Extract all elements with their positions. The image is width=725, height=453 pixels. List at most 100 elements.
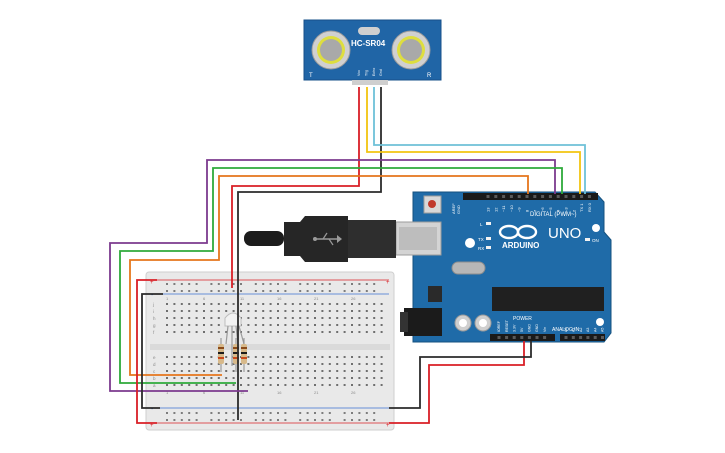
wire-black <box>141 293 163 409</box>
analog-header-label: ANALOG IN <box>552 327 580 333</box>
arduino-logo <box>498 224 538 240</box>
digital-pin-label: 13 <box>486 207 491 212</box>
wire-red <box>231 87 360 288</box>
row-label: j <box>152 302 154 307</box>
rail-plus-label: + <box>150 280 154 286</box>
usb-cable <box>244 216 396 262</box>
aref-label: AREF <box>451 203 456 214</box>
wire-green <box>119 167 563 384</box>
board-model-label: UNO <box>548 225 581 242</box>
column-label: 11 <box>240 296 245 301</box>
column-label: 1 <box>166 390 169 395</box>
row-label: d <box>153 362 156 367</box>
board-brand-label: ARDUINO <box>502 241 539 250</box>
receiver-transducer <box>391 30 431 70</box>
rail-plus-label: + <box>150 423 154 429</box>
wire-black <box>237 87 382 420</box>
analog-pin-label: A4 <box>593 328 597 332</box>
column-label: 21 <box>314 390 319 395</box>
digital-pin-label: ~10 <box>509 204 514 212</box>
wire-yellow <box>366 87 581 194</box>
analog-pin-label: A0 <box>564 328 568 332</box>
arduino-uno: UNO ARDUINO DIGITAL (PWM~) ANALOG IN POW… <box>395 191 612 343</box>
sensor-model-label: HC-SR04 <box>351 39 386 48</box>
sensor-pin-label: Echo <box>372 68 376 76</box>
column-label: 21 <box>314 296 319 301</box>
column-label: 16 <box>277 390 282 395</box>
rail-minus-label: - <box>151 406 154 413</box>
row-label: c <box>153 369 156 374</box>
power-pin-label: GND <box>528 324 532 332</box>
digital-pin-label: ~9 <box>517 207 522 212</box>
rail-plus-label: + <box>386 280 390 286</box>
receiver-mark: R <box>427 73 432 79</box>
gnd-label: GND <box>456 205 461 214</box>
digital-pin-label: RX 0 <box>587 202 592 212</box>
sensor-pin-label: Gnd <box>379 69 383 76</box>
analog-pin-label: A3 <box>586 328 590 332</box>
row-label: g <box>153 323 156 328</box>
usb-symbol-icon <box>313 232 342 246</box>
rail-plus-label: + <box>386 423 390 429</box>
digital-pin-label: ~3 <box>564 207 569 212</box>
digital-pin-label: TX 1 <box>579 203 584 212</box>
wire-red <box>136 279 157 424</box>
row-label: i <box>153 309 154 314</box>
wire-red <box>389 341 525 424</box>
power-pin-label: Vin <box>543 327 547 332</box>
breadboard: + + + + - - jihgfedcba116611111616212126… <box>145 271 395 431</box>
row-label: f <box>153 330 155 335</box>
row-label: a <box>153 383 156 388</box>
column-label: 16 <box>277 296 282 301</box>
power-pin-label: GND <box>535 324 539 332</box>
digital-pin-label: ~5 <box>548 207 553 212</box>
column-label: 6 <box>203 390 206 395</box>
digital-pin-label: 4 <box>556 209 561 212</box>
row-label: b <box>153 376 156 381</box>
transmitter-mark: T <box>309 73 313 79</box>
wire-purple <box>109 159 556 392</box>
row-label: e <box>153 355 156 360</box>
column-label: 26 <box>351 390 356 395</box>
transmitter-transducer <box>311 30 351 70</box>
power-pin-label: IOREF <box>497 320 501 332</box>
tx-led-label: TX <box>478 237 484 242</box>
power-pin-label: 3.3V <box>512 324 516 332</box>
power-pin-label: RESET <box>505 319 509 332</box>
rx-led-label: RX <box>478 246 484 251</box>
digital-pin-label: 12 <box>493 207 498 212</box>
wire-cyan <box>373 87 586 194</box>
column-label: 6 <box>203 296 206 301</box>
column-label: 11 <box>240 390 245 395</box>
digital-pin-label: ~6 <box>540 207 545 212</box>
wires <box>109 87 586 424</box>
on-led-label: ON <box>592 238 599 243</box>
analog-pin-label: A1 <box>572 328 576 332</box>
power-header-label: POWER <box>513 316 532 322</box>
resistor <box>218 338 224 372</box>
rgb-led <box>224 312 245 366</box>
analog-pin-label: A5 <box>601 328 605 332</box>
digital-header-label: DIGITAL (PWM~) <box>530 212 577 218</box>
digital-pin-label: 7 <box>532 209 537 212</box>
analog-pin-label: A2 <box>579 328 583 332</box>
l-led-label: L <box>480 222 483 227</box>
digital-pin-label: 8 <box>525 209 530 212</box>
row-label: h <box>153 316 156 321</box>
rail-minus-label: - <box>151 292 154 299</box>
column-label: 1 <box>166 296 169 301</box>
digital-pin-label: 2 <box>571 209 576 212</box>
sensor-pin-label: Vcc <box>357 70 361 76</box>
digital-pin-label: ~11 <box>501 205 506 212</box>
power-pin-label: 5V <box>520 327 524 332</box>
column-label: 26 <box>351 296 356 301</box>
resistor <box>241 338 247 372</box>
sensor-pin-label: Trig <box>365 70 369 76</box>
